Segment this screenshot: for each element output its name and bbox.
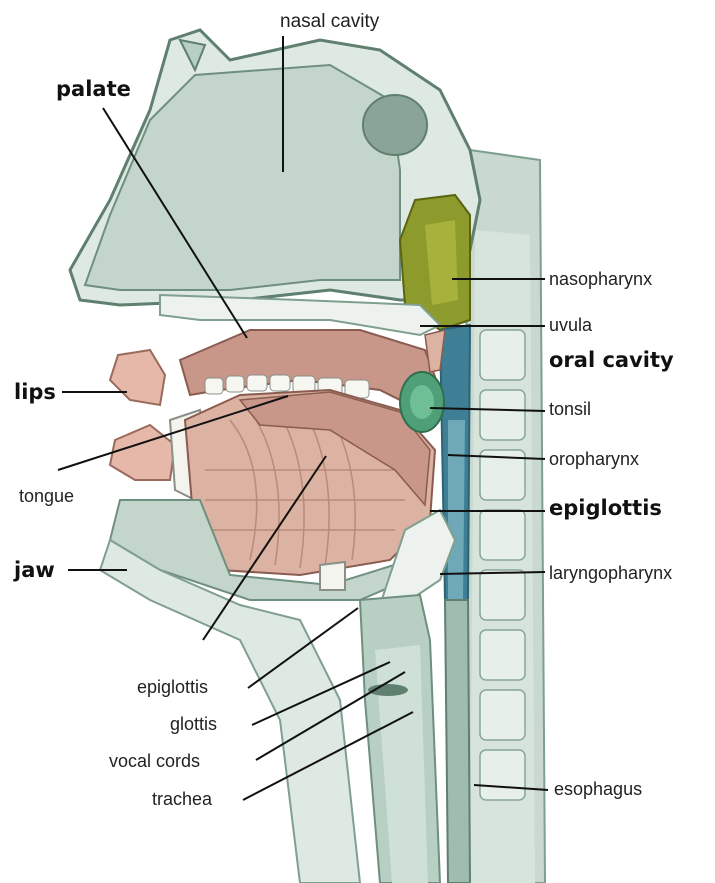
label-trachea: trachea [152,790,212,808]
label-laryngopharynx: laryngopharynx [549,564,672,582]
label-esophagus: esophagus [554,780,642,798]
label-nasal-cavity: nasal cavity [280,12,379,31]
label-nasopharynx: nasopharynx [549,270,652,288]
sinus [363,95,427,155]
label-glottis: glottis [170,715,217,733]
label-uvula: uvula [549,316,592,334]
upper-lip [110,350,165,405]
label-oral-cavity: oral cavity [549,350,674,371]
label-jaw: jaw [14,560,55,581]
label-palate: palate [56,79,131,100]
label-epiglottis-right: epiglottis [549,498,662,519]
label-vocal-cords: vocal cords [109,752,200,770]
label-lips: lips [14,382,56,403]
esophagus-tube [445,600,470,883]
nasal-cavity-region [85,65,400,290]
label-tongue: tongue [19,487,74,505]
label-oropharynx: oropharynx [549,450,639,468]
label-tonsil: tonsil [549,400,591,418]
label-epiglottis-left: epiglottis [137,678,208,696]
lower-lip [110,425,175,480]
